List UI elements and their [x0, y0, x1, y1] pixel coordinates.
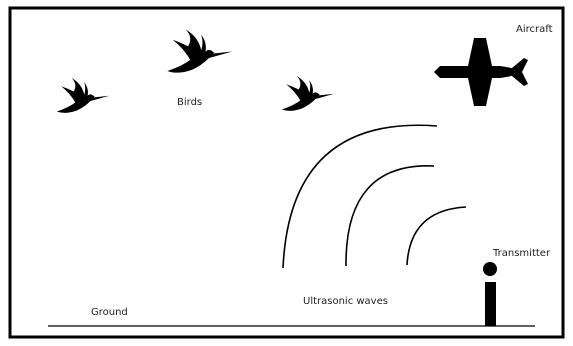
ultrasonic-waves-label: Ultrasonic waves — [303, 296, 388, 308]
bird-icon — [167, 29, 232, 72]
aircraft-label: Aircraft — [516, 24, 553, 36]
bird-icon — [57, 78, 110, 113]
birds-label: Birds — [177, 97, 202, 109]
wave-inner — [407, 207, 466, 265]
ground-label: Ground — [91, 307, 128, 319]
aircraft-icon — [434, 38, 528, 106]
bird-icon — [282, 76, 335, 111]
transmitter-label: Transmitter — [493, 248, 550, 260]
wave-middle — [346, 166, 434, 266]
ultrasonic-waves — [283, 125, 466, 268]
transmitter-icon — [483, 262, 497, 326]
wave-outer — [283, 125, 437, 268]
